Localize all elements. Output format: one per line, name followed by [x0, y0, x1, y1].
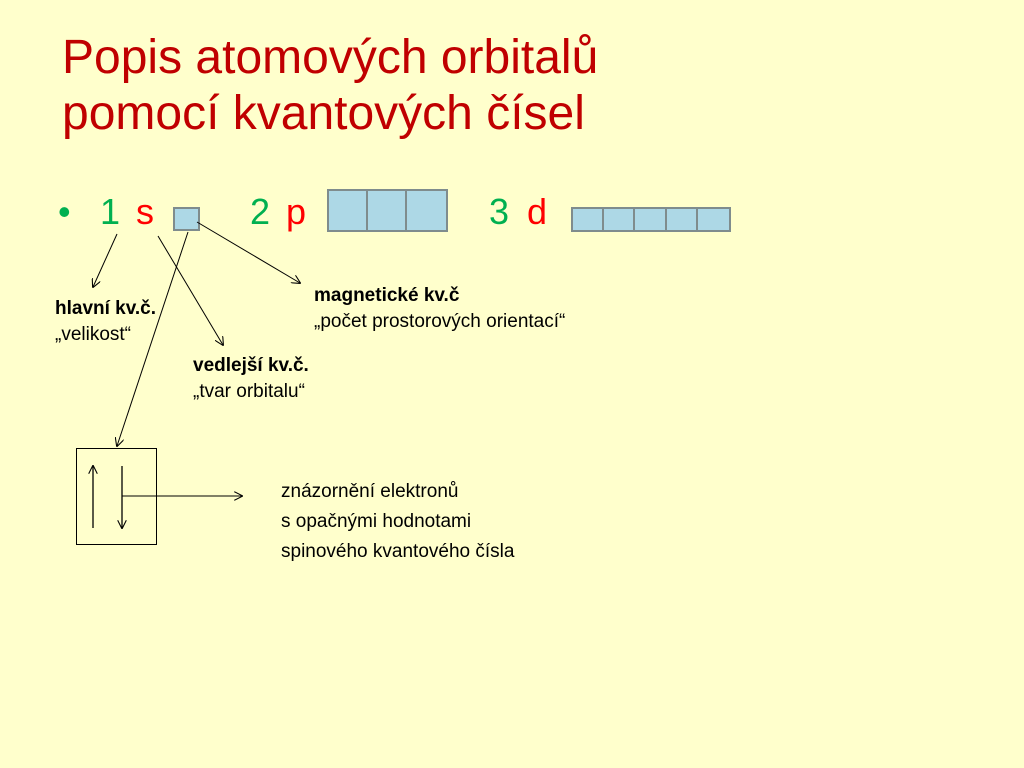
- azimuthal-quantum-name: vedlejší kv.č.: [193, 355, 309, 376]
- orbital-1s-letter: s: [136, 191, 154, 232]
- orbital-cell: [604, 209, 636, 230]
- principal-quantum-name: hlavní kv.č.: [55, 298, 157, 319]
- magnetic-quantum-name: magnetické kv.č: [314, 285, 460, 306]
- slide-title-line-2: pomocí kvantových čísel: [62, 87, 585, 140]
- orbital-3d-letter: d: [527, 191, 548, 232]
- orbital-3d-n: 3: [489, 191, 510, 232]
- orbital-2p-letter: p: [286, 191, 307, 232]
- orbital-cell: [175, 209, 198, 229]
- spin-label-line-1: znázornění elektronů: [281, 481, 459, 502]
- orbital-cell: [368, 191, 407, 230]
- orbital-2p-n: 2: [250, 191, 271, 232]
- azimuthal-quantum-meaning: „tvar orbitalu“: [193, 381, 305, 402]
- orbital-box-2p: [327, 189, 448, 232]
- principal-quantum-label: hlavní kv.č. „velikost“: [55, 296, 156, 348]
- magnetic-quantum-label: magnetické kv.č „počet prostorových orie…: [314, 283, 565, 335]
- slide-title-line-1: Popis atomových orbitalů: [62, 31, 599, 84]
- azimuthal-quantum-label: vedlejší kv.č. „tvar orbitalu“: [193, 353, 309, 405]
- spin-label-line-3: spinového kvantového čísla: [281, 541, 515, 562]
- magnetic-quantum-meaning: „počet prostorových orientací“: [314, 311, 566, 332]
- orbital-box-1s: [173, 207, 200, 231]
- slide-title: Popis atomových orbitalů pomocí kvantový…: [62, 30, 962, 142]
- arrow-to-magnetic: [196, 221, 300, 283]
- electron-spin-box: [76, 448, 157, 545]
- orbital-cell: [635, 209, 667, 230]
- spin-label-line-2: s opačnými hodnotami: [281, 511, 472, 532]
- orbital-box-3d: [571, 207, 731, 232]
- arrow-to-principal: [93, 233, 118, 287]
- principal-quantum-meaning: „velikost“: [55, 324, 132, 345]
- arrow-to-azimuthal: [157, 235, 223, 345]
- orbital-cell: [329, 191, 368, 230]
- orbital-1s-n: 1: [100, 191, 121, 232]
- orbital-cell: [573, 209, 605, 230]
- orbital-cell: [667, 209, 698, 230]
- bullet-icon: •: [58, 191, 71, 232]
- orbital-cell: [698, 209, 729, 230]
- spin-quantum-label: znázornění elektronů s opačnými hodnotam…: [281, 477, 514, 567]
- orbital-cell: [407, 191, 446, 230]
